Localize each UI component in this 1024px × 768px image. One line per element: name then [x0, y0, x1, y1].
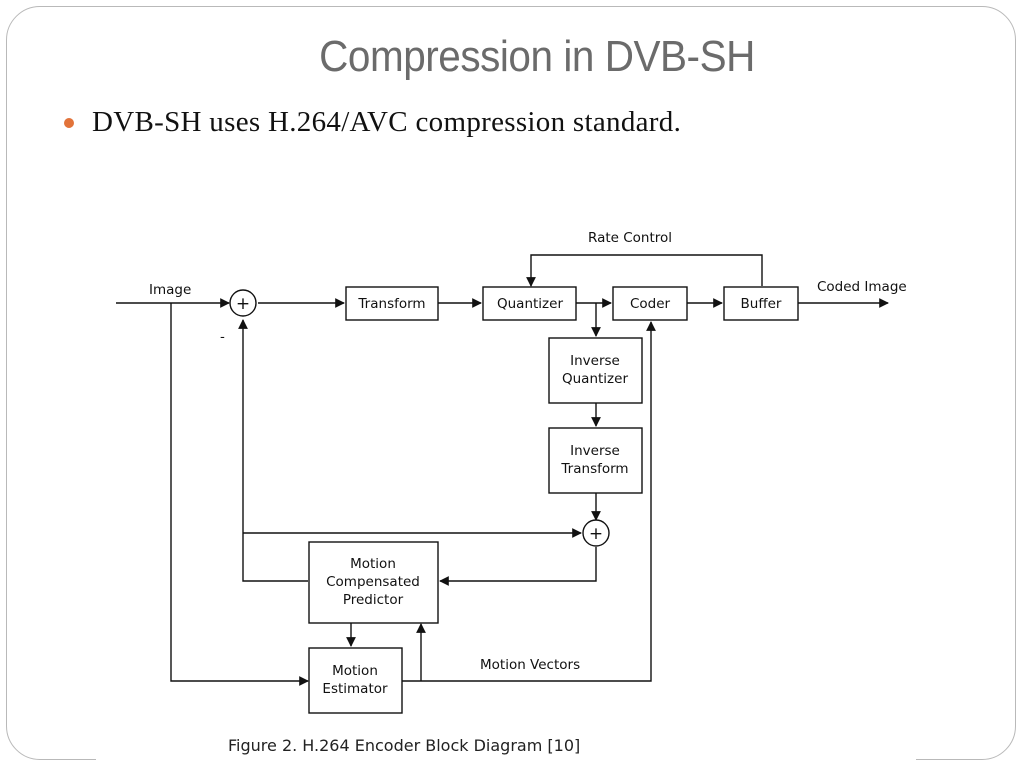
predictor-label-line2: Compensated [326, 574, 420, 590]
summer-node-2: + [582, 519, 610, 547]
figure-caption: Figure 2. H.264 Encoder Block Diagram [1… [228, 736, 581, 755]
estimator-label-line1: Motion [332, 663, 378, 679]
minus-sign-label: - [220, 329, 225, 345]
coded-image-label: Coded Image [817, 279, 907, 295]
inverse-quantizer-label-line1: Inverse [570, 353, 620, 369]
summer-1-plus-label: + [236, 294, 250, 314]
inverse-transform-label-line1: Inverse [570, 443, 620, 459]
summer-2-plus-label: + [589, 524, 603, 544]
rate-control-label: Rate Control [588, 230, 672, 246]
summer2-to-predictor-line [439, 547, 597, 586]
inverse-quantizer-block [548, 337, 643, 404]
quantizer-block [482, 286, 577, 321]
buffer-label: Buffer [741, 296, 782, 312]
inverse-transform-label-line2: Transform [560, 461, 628, 477]
frame-bottom-gap [96, 756, 916, 766]
bullet-dot-icon [64, 118, 74, 128]
motion-compensated-predictor-block [308, 541, 439, 624]
buffer-block [723, 286, 799, 321]
transform-label: Transform [357, 296, 425, 312]
predictor-feedback-line [238, 319, 308, 582]
summer-node-1: + [229, 289, 257, 317]
estimator-label-line2: Estimator [322, 681, 388, 697]
bullet-text: DVB-SH uses H.264/AVC compression standa… [92, 105, 682, 138]
predictor-label-line3: Predictor [343, 592, 404, 608]
image-to-estimator-line [170, 303, 309, 686]
motion-vectors-label: Motion Vectors [480, 657, 580, 673]
inverse-quantizer-label-line2: Quantizer [562, 371, 628, 387]
motion-estimator-block [308, 647, 403, 714]
transform-block [345, 286, 439, 321]
quantizer-label: Quantizer [497, 296, 563, 312]
rate-control-loop [526, 254, 763, 287]
coder-block [612, 286, 688, 321]
inverse-transform-block [548, 427, 643, 494]
slide-frame [6, 6, 1016, 760]
bullet-item: DVB-SH uses H.264/AVC compression standa… [64, 104, 681, 140]
predictor-label-line1: Motion [350, 556, 396, 572]
motion-vectors-line [402, 321, 656, 682]
image-input-label: Image [149, 282, 191, 298]
coder-label: Coder [630, 296, 671, 312]
slide-title: Compression in DVB-SH [319, 32, 755, 81]
